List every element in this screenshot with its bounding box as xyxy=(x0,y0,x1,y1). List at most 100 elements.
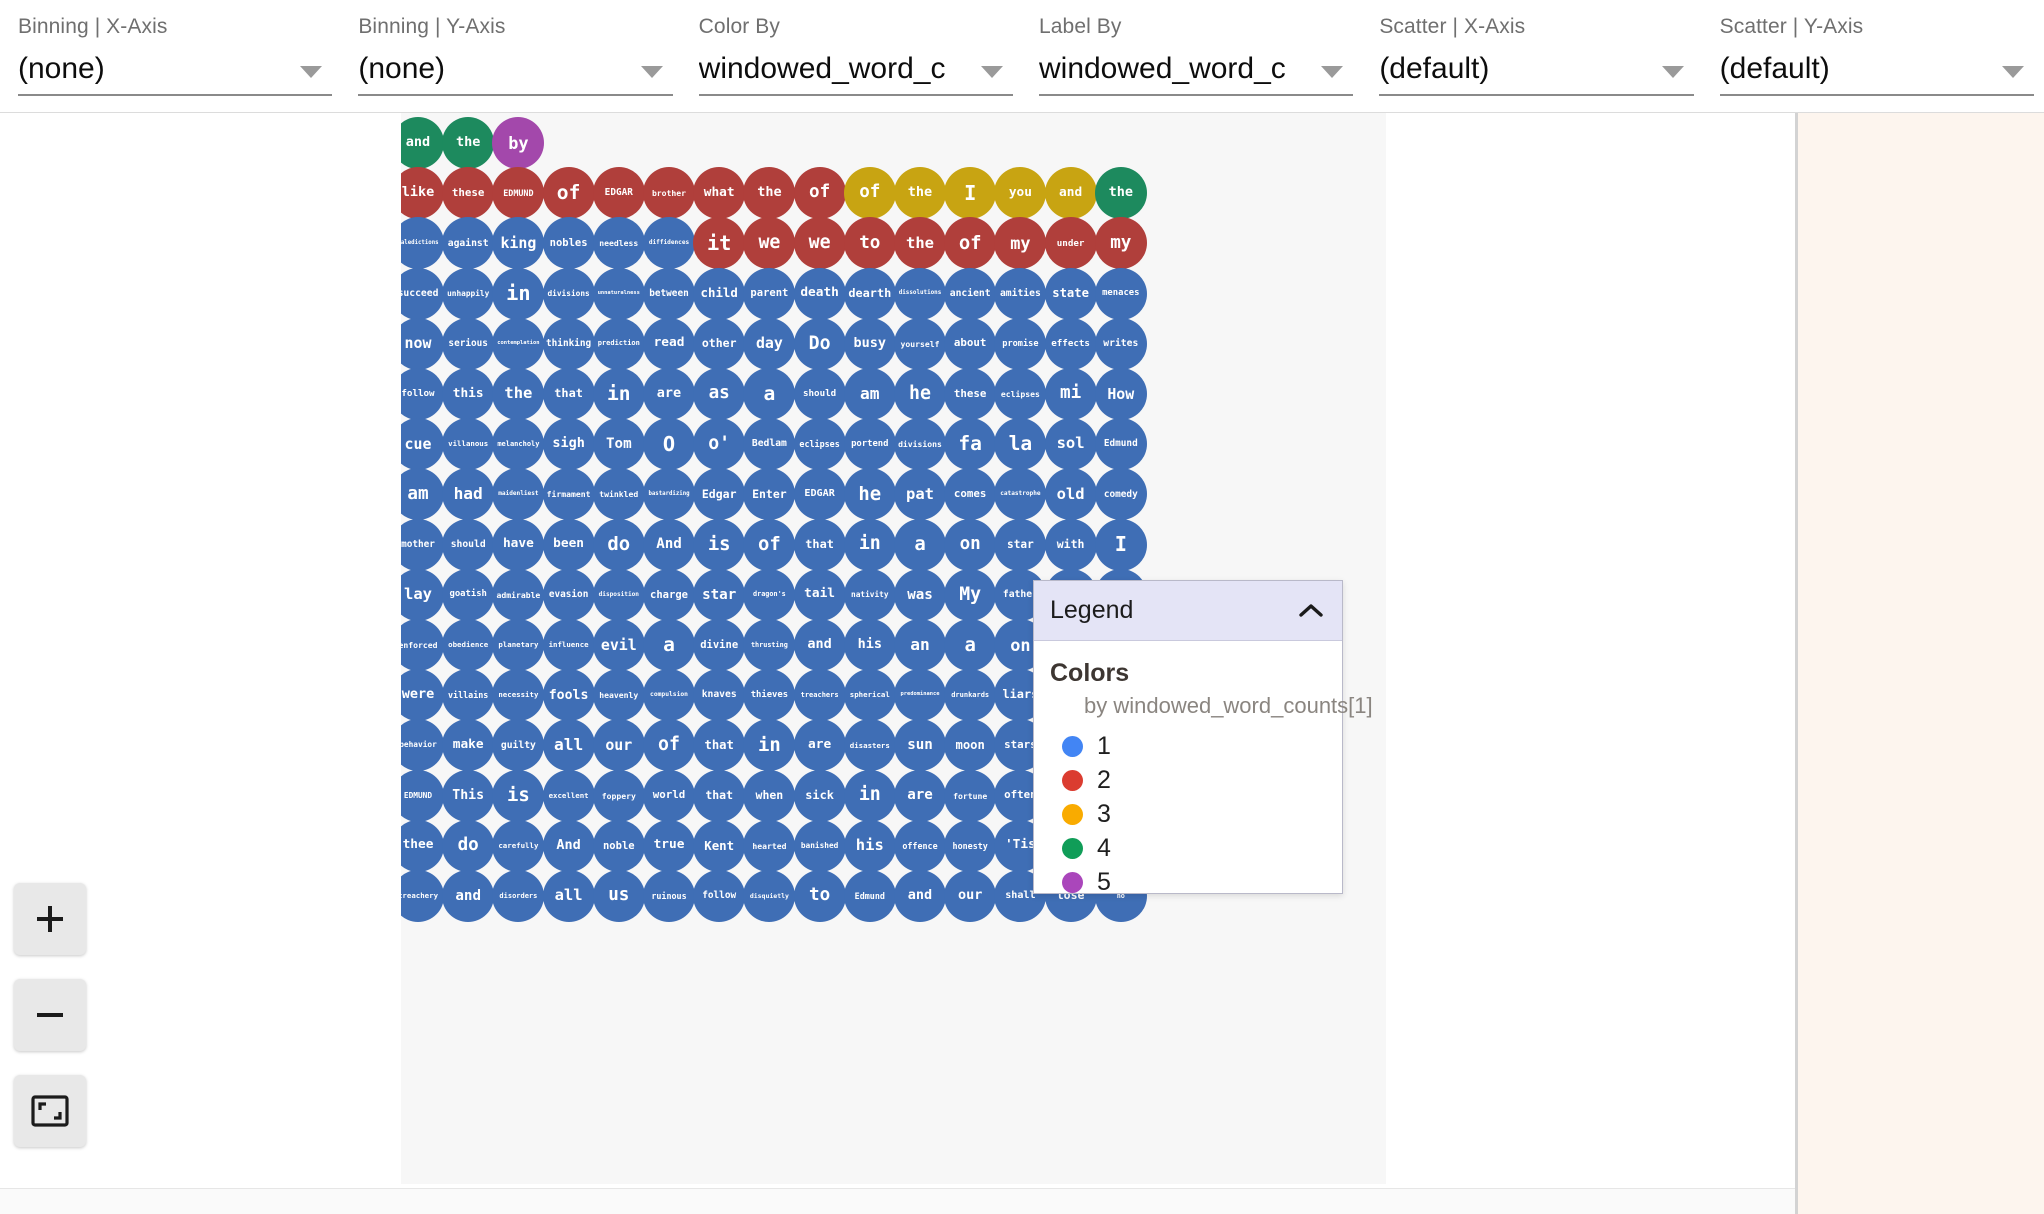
word-bubble[interactable]: like xyxy=(401,167,444,220)
word-bubble[interactable]: prediction xyxy=(592,317,645,370)
word-bubble[interactable]: pat xyxy=(894,468,946,521)
word-bubble[interactable]: other xyxy=(693,317,746,370)
word-bubble[interactable]: melancholy xyxy=(492,418,545,471)
legend-panel[interactable]: Legend Colors by windowed_word_counts[1]… xyxy=(1033,580,1373,896)
word-bubble[interactable]: Do xyxy=(793,317,846,370)
word-bubble[interactable]: had xyxy=(442,468,495,521)
word-bubble[interactable]: comedy xyxy=(1094,468,1147,521)
word-bubble[interactable]: we xyxy=(743,217,796,270)
word-bubble[interactable]: ancient xyxy=(944,267,997,320)
word-bubble[interactable]: guilty xyxy=(492,719,545,772)
word-bubble[interactable]: our xyxy=(944,870,997,922)
word-bubble[interactable]: all xyxy=(542,719,595,772)
word-bubble[interactable]: of xyxy=(793,167,846,220)
word-bubble[interactable]: knaves xyxy=(693,669,746,722)
word-bubble[interactable]: what xyxy=(693,167,746,220)
word-bubble[interactable]: dissolutions xyxy=(894,267,946,320)
word-bubble[interactable]: treachery xyxy=(401,870,444,922)
word-bubble[interactable]: mi xyxy=(1044,368,1097,420)
word-bubble[interactable]: honesty xyxy=(944,819,997,872)
word-bubble[interactable]: lay xyxy=(401,568,444,621)
word-bubble[interactable]: compulsion xyxy=(643,669,695,722)
word-bubble[interactable]: EDGAR xyxy=(793,468,846,521)
word-bubble[interactable]: should xyxy=(442,518,495,571)
word-bubble[interactable]: writes xyxy=(1094,317,1147,370)
control-binning-x-axis[interactable]: Binning | X-Axis(none) xyxy=(14,14,342,96)
word-bubble[interactable]: amities xyxy=(994,267,1047,320)
word-bubble[interactable]: when xyxy=(743,769,796,822)
word-bubble[interactable]: of xyxy=(643,719,695,772)
control-select[interactable]: windowed_word_c xyxy=(698,46,1013,96)
word-bubble[interactable]: between xyxy=(643,267,695,320)
word-bubble[interactable]: hearted xyxy=(743,819,796,872)
control-select[interactable]: (default) xyxy=(1379,46,1694,96)
word-bubble[interactable]: this xyxy=(442,368,495,420)
word-bubble[interactable]: EDGAR xyxy=(592,167,645,220)
word-bubble[interactable]: to xyxy=(793,870,846,922)
chevron-down-icon[interactable] xyxy=(1321,66,1344,78)
word-bubble[interactable]: sol xyxy=(1044,418,1097,471)
word-bubble[interactable]: that xyxy=(693,769,746,822)
word-bubble[interactable]: was xyxy=(894,568,946,621)
word-bubble[interactable]: comes xyxy=(944,468,997,521)
word-bubble[interactable]: these xyxy=(944,368,997,420)
word-bubble[interactable]: nativity xyxy=(843,568,896,621)
word-bubble[interactable]: do xyxy=(442,819,495,872)
word-bubble[interactable]: evasion xyxy=(542,568,595,621)
word-bubble[interactable]: drunkards xyxy=(944,669,997,722)
word-bubble[interactable]: offence xyxy=(894,819,946,872)
word-bubble[interactable]: in xyxy=(743,719,796,772)
word-bubble[interactable]: tail xyxy=(793,568,846,621)
word-bubble[interactable]: villains xyxy=(442,669,495,722)
word-bubble[interactable]: goatish xyxy=(442,568,495,621)
word-bubble[interactable]: true xyxy=(643,819,695,872)
word-bubble[interactable]: menaces xyxy=(1094,267,1147,320)
word-bubble[interactable]: disposition xyxy=(592,568,645,621)
word-bubble[interactable]: am xyxy=(401,468,444,521)
word-bubble[interactable]: Enter xyxy=(743,468,796,521)
word-bubble[interactable]: star xyxy=(693,568,746,621)
word-bubble[interactable]: sun xyxy=(894,719,946,772)
word-bubble[interactable]: in xyxy=(843,769,896,822)
word-bubble[interactable]: of xyxy=(843,167,896,220)
word-bubble[interactable]: maidenliest xyxy=(492,468,545,521)
word-bubble[interactable]: contemplation xyxy=(492,317,545,370)
word-bubble[interactable]: state xyxy=(1044,267,1097,320)
word-bubble[interactable]: succeed xyxy=(401,267,444,320)
word-bubble[interactable]: disorders xyxy=(492,870,545,922)
word-bubble[interactable]: a xyxy=(894,518,946,571)
word-bubble[interactable]: Edgar xyxy=(693,468,746,521)
word-bubble[interactable]: portend xyxy=(843,418,896,471)
chevron-down-icon[interactable] xyxy=(980,66,1003,78)
word-bubble[interactable]: are xyxy=(643,368,695,420)
legend-header[interactable]: Legend xyxy=(1034,581,1342,641)
word-bubble[interactable]: spherical xyxy=(843,669,896,722)
legend-entry[interactable]: 5 xyxy=(1050,865,1324,899)
word-bubble[interactable]: predominance xyxy=(894,669,946,722)
control-binning-y-axis[interactable]: Binning | Y-Axis(none) xyxy=(354,14,682,96)
word-bubble[interactable]: he xyxy=(894,368,946,420)
word-bubble[interactable]: Edmund xyxy=(843,870,896,922)
vertical-divider[interactable] xyxy=(1795,113,1798,1214)
word-bubble[interactable]: the xyxy=(894,167,946,220)
word-bubble[interactable]: by xyxy=(492,117,545,169)
word-bubble[interactable]: the xyxy=(894,217,946,270)
control-select[interactable]: (none) xyxy=(18,46,333,96)
word-bubble[interactable]: dragon's xyxy=(743,568,796,621)
chevron-down-icon[interactable] xyxy=(640,66,663,78)
word-bubble[interactable]: effects xyxy=(1044,317,1097,370)
word-bubble[interactable]: his xyxy=(843,819,896,872)
word-bubble[interactable]: moon xyxy=(944,719,997,772)
word-bubble[interactable]: Tom xyxy=(592,418,645,471)
word-bubble[interactable]: enforced xyxy=(401,619,444,671)
word-bubble[interactable]: with xyxy=(1044,518,1097,571)
word-bubble[interactable]: under xyxy=(1044,217,1097,270)
word-bubble[interactable]: behavior xyxy=(401,719,444,772)
word-bubble[interactable]: o' xyxy=(693,418,746,471)
word-bubble[interactable]: charge xyxy=(643,568,695,621)
word-bubble[interactable]: he xyxy=(843,468,896,521)
word-bubble[interactable]: thieves xyxy=(743,669,796,722)
legend-entry[interactable]: 1 xyxy=(1050,729,1324,763)
word-bubble[interactable]: my xyxy=(994,217,1047,270)
